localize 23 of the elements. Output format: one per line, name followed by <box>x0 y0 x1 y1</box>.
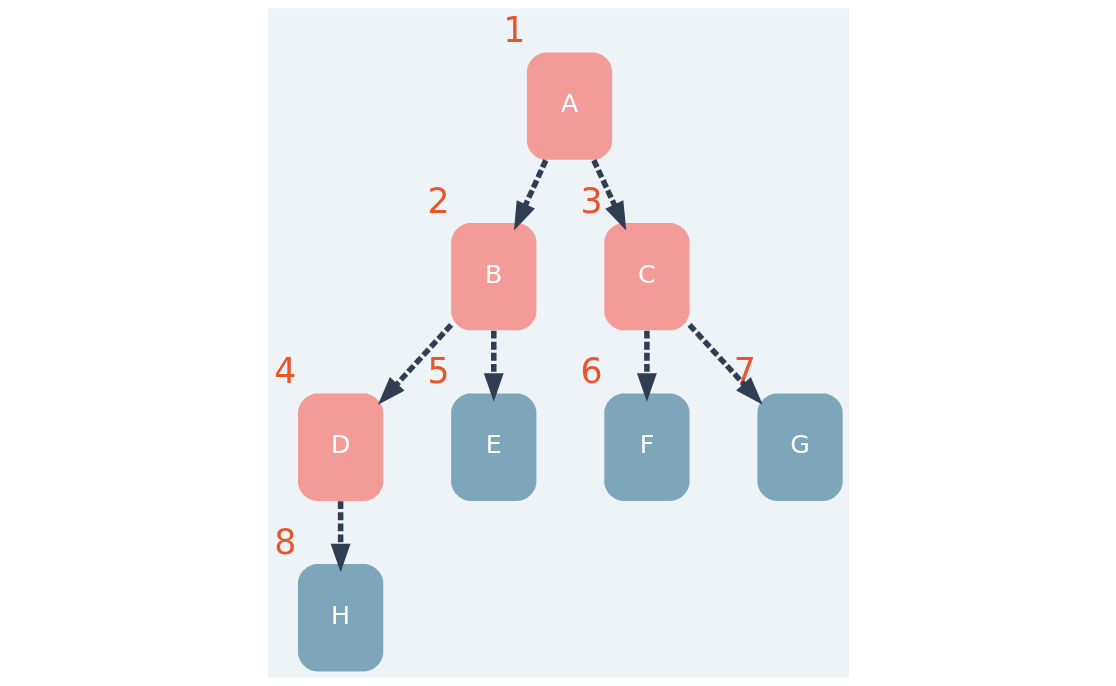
arrow <box>513 159 548 231</box>
arrow <box>687 323 763 405</box>
node-box: C <box>603 223 690 331</box>
arrow <box>377 323 453 405</box>
node-box: B <box>450 223 536 331</box>
node-box: D <box>297 393 383 501</box>
arrow <box>590 159 626 231</box>
node-box: E <box>450 393 536 501</box>
node-box: G <box>756 393 843 501</box>
node-box: H <box>297 564 383 672</box>
arrow <box>483 330 504 402</box>
node-label: 4 <box>273 351 296 392</box>
node-label: 2 <box>426 180 450 221</box>
node-box: F <box>603 393 690 501</box>
arrow <box>330 501 351 573</box>
arrow <box>636 330 657 402</box>
node-label: 3 <box>580 180 603 221</box>
node-label: 6 <box>580 351 603 392</box>
node-label: 7 <box>733 351 756 392</box>
node-label: 1 <box>502 10 525 51</box>
node-label: 5 <box>426 351 450 392</box>
node-box: A <box>526 52 612 160</box>
node-label: 8 <box>273 521 296 562</box>
